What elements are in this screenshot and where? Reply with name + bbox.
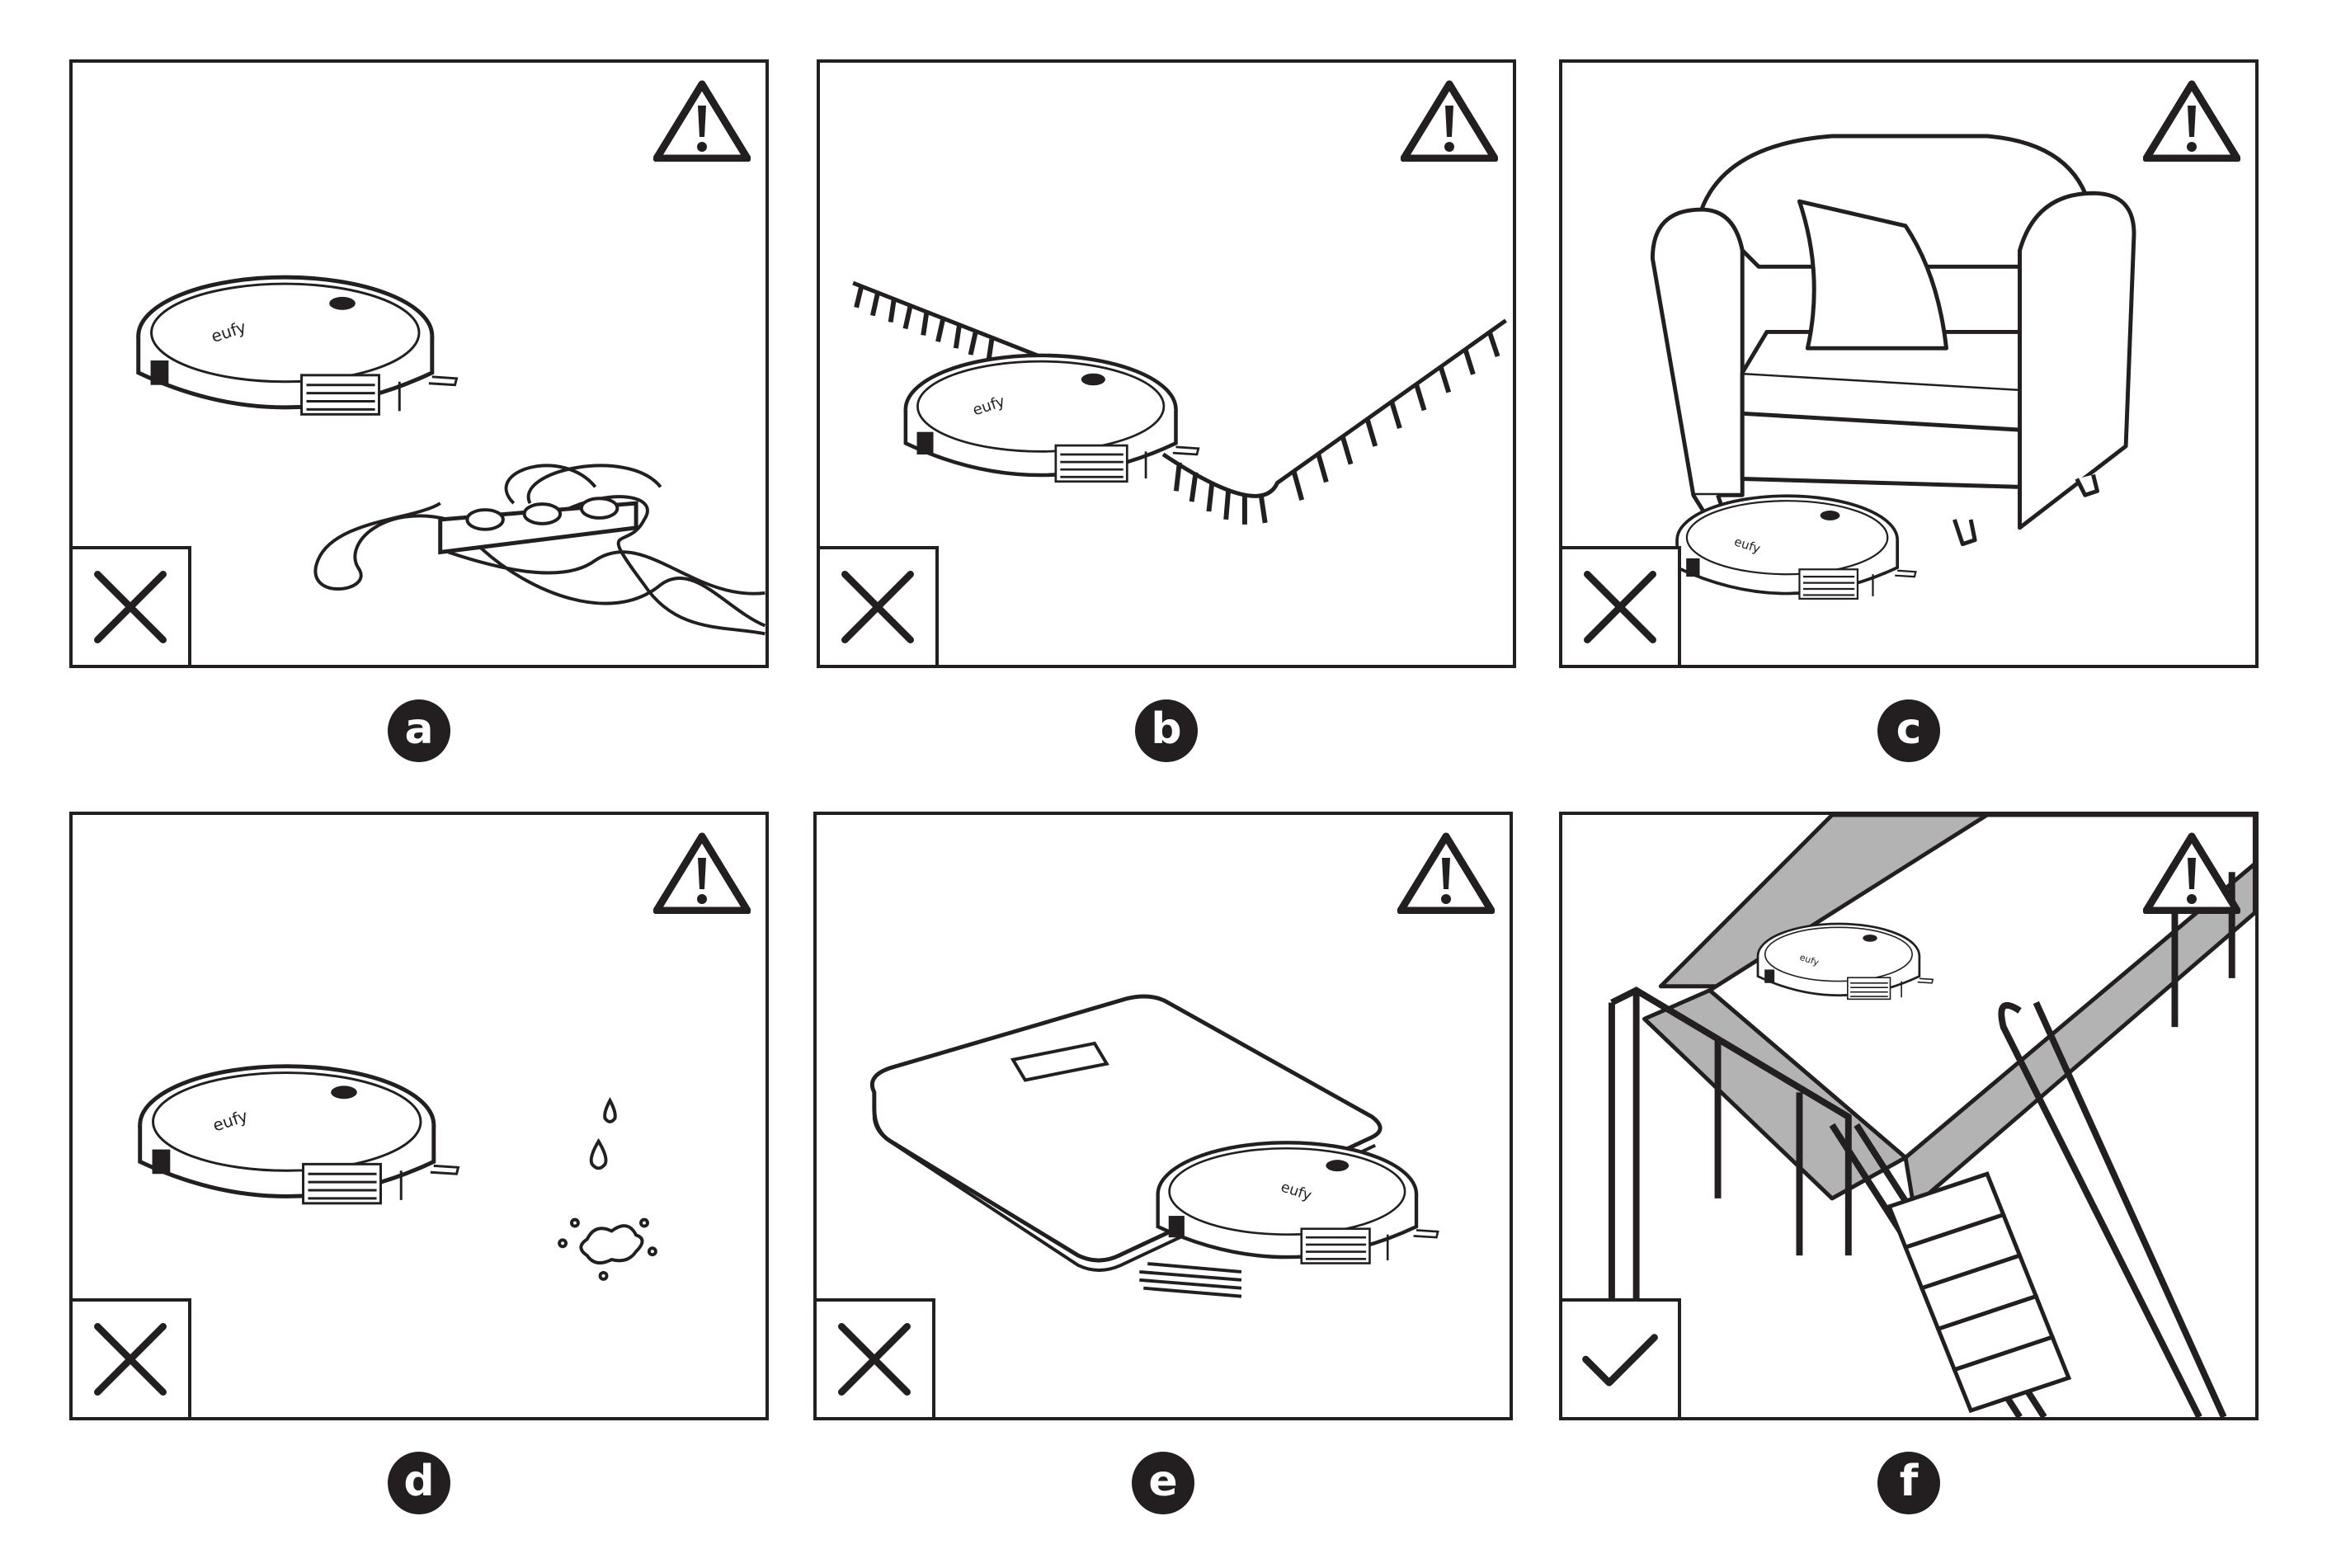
warning-triangle-icon [653,79,751,162]
robot-vacuum: eufy [1675,494,1918,600]
power-strip-illustration: eufy [73,63,765,636]
warning-triangle-icon [1397,831,1495,914]
stairs [1886,1171,2072,1414]
panel-c: eufy [1559,59,2259,668]
panel-e: eufy [813,812,1513,1420]
armchair-illustration: eufy [1650,134,2136,600]
shadow-lines [1139,1262,1242,1298]
panel-label-b: b [1135,699,1198,762]
robot-vacuum: eufy [906,356,1199,482]
cross-icon [1562,546,1681,665]
power-strip [438,497,638,555]
panel-label-d: d [388,1452,450,1514]
bathroom-scale-illustration: eufy [869,994,1510,1298]
robot-vacuum: eufy [140,1067,459,1203]
warning-triangle-icon [653,831,751,914]
robot-vacuum: eufy [139,277,457,414]
water-drops [589,1097,617,1170]
bathroom-scale [869,994,1383,1272]
warning-triangle-icon [1401,79,1498,162]
landing-floor [1642,815,2255,1209]
warning-triangle-icon [2143,831,2240,914]
power-cables [313,464,765,636]
panel-label-f: f [1877,1452,1940,1514]
splash [558,1217,657,1281]
cross-icon [73,546,191,665]
panel-label-c: c [1877,699,1940,762]
armchair [1650,134,2136,547]
warning-triangle-icon [2143,79,2240,162]
robot-vacuum: eufy [1756,922,1934,1001]
cross-icon [817,1298,935,1417]
liquid-spill-illustration: eufy [73,815,657,1281]
panel-d: eufy [69,812,769,1420]
cross-icon [73,1298,191,1417]
panel-label-a: a [388,699,450,762]
cross-icon [820,546,939,665]
robot-vacuum: eufy [1158,1142,1438,1263]
panel-f: eufy [1559,812,2259,1420]
panel-label-e: e [1132,1452,1194,1514]
check-icon [1562,1298,1681,1417]
panel-b: eufy [817,59,1516,668]
panel-a: eufy [69,59,769,668]
rug-tassels-illustration: eufy [852,280,1507,525]
